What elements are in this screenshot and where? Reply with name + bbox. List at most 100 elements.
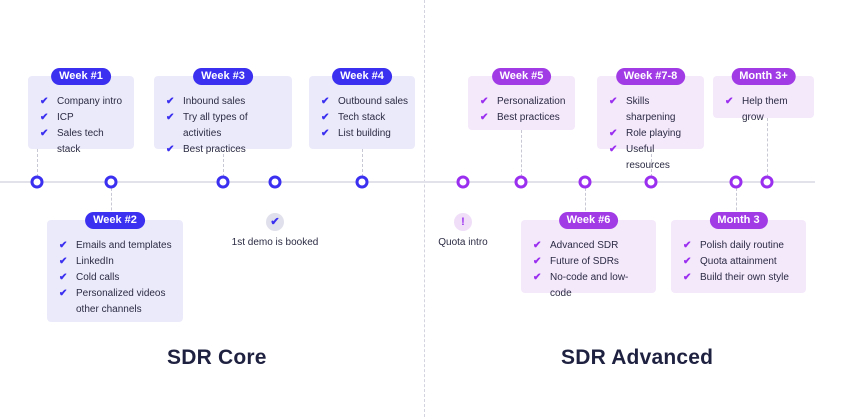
card-item: ✔Best practices <box>166 142 286 158</box>
card-item: ✔Cold calls <box>59 270 177 286</box>
card-item: ✔Personalization <box>480 94 569 110</box>
card-item-label: Build their own style <box>700 272 789 283</box>
connector <box>585 188 586 220</box>
card-item: ✔No-code and low-code <box>533 270 650 302</box>
card-item-label: Inbound sales <box>183 96 246 107</box>
card-item-label: Skills sharpening <box>626 96 676 123</box>
section-title-core: SDR Core <box>167 346 267 369</box>
card-item-label: No-code and low-code <box>550 272 629 299</box>
card-week-1: Week #1 ✔ Company intro ✔ ICP ✔Sales tech st… <box>28 68 134 155</box>
card-item: ✔ Try all types of activities <box>166 110 286 142</box>
milestone-quota-intro: ! Quota intro <box>423 213 503 248</box>
card-item-label: Try all types of activities <box>183 112 248 139</box>
card-week-6-label: Week #6 <box>558 212 619 229</box>
card-month-3: Month 3 ✔Polish daily routine✔Quota atta… <box>671 212 806 293</box>
connector <box>37 149 38 177</box>
card-item: ✔ Polish daily routine <box>683 238 800 254</box>
card-item: ✔Future of SDRs <box>533 254 650 270</box>
connector <box>767 118 768 177</box>
timeline-dot <box>268 175 282 189</box>
card-item-label: LinkedIn <box>76 256 114 267</box>
card-item: ✔List building <box>321 126 409 142</box>
milestone-quota-intro-label: Quota intro <box>438 237 488 248</box>
card-item: ✔ ICP <box>40 110 128 126</box>
card-week-3-items: ✔ Inbound sales ✔ Try all types of activiti… <box>166 94 286 158</box>
card-item-label: Outbound sales <box>338 96 409 107</box>
timeline-dot <box>355 175 369 189</box>
card-item-label: List building <box>338 128 391 139</box>
card-item: ✔ Useful resources <box>609 142 698 174</box>
check-icon: ✔ <box>480 96 489 107</box>
card-week-4-label: Week #4 <box>332 68 392 85</box>
card-item-label: ICP <box>57 112 74 123</box>
timeline-dot <box>514 175 528 189</box>
card-item: ✔Advanced SDR <box>533 238 650 254</box>
card-item-label: Advanced SDR <box>550 240 619 251</box>
card-item: ✔Sales tech stack <box>40 126 128 158</box>
card-item-label: Polish daily routine <box>700 240 784 251</box>
card-item: ✔Quota attainment <box>683 254 800 270</box>
card-item: ✔ Build their own style <box>683 270 800 286</box>
check-icon: ✔ <box>609 144 618 155</box>
card-week-3-label: Week #3 <box>193 68 253 85</box>
check-icon: ✔ <box>266 213 284 231</box>
card-item-label: Emails and templates <box>76 240 172 251</box>
card-week-1-items: ✔ Company intro ✔ ICP ✔Sales tech stack <box>40 94 128 158</box>
card-week-7-8: Week #7-8 ✔ Skills sharpening ✔ Role playin… <box>597 68 704 171</box>
card-item: ✔ Skills sharpening <box>609 94 698 126</box>
card-week-5: Week #5 ✔Personalization✔Best practices <box>468 68 575 130</box>
check-icon: ✔ <box>683 272 692 283</box>
check-icon: ✔ <box>609 96 618 107</box>
card-item: ✔ Outbound sales <box>321 94 409 110</box>
check-icon: ✔ <box>725 96 734 107</box>
card-item-label: Future of SDRs <box>550 256 619 267</box>
card-month-3-plus: Month 3+ ✔Help them grow <box>713 68 814 123</box>
card-item-label: Personalized videos other channels <box>76 288 166 315</box>
card-item: ✔ Help them grow <box>725 94 808 126</box>
card-month-3-plus-items: ✔ Help them grow <box>725 94 808 126</box>
check-icon: ✔ <box>59 240 68 251</box>
card-week-2: Week #2 ✔Emails and templates✔LinkedIn✔C… <box>47 212 183 322</box>
card-item: ✔Best practices <box>480 110 569 126</box>
timeline-dot <box>216 175 230 189</box>
card-item: ✔ Role playing <box>609 126 698 142</box>
card-item-label: Role playing <box>626 128 682 139</box>
check-icon: ✔ <box>609 128 618 139</box>
card-week-6-items: ✔Advanced SDR✔Future of SDRs✔No-code and… <box>533 238 650 302</box>
card-item-label: Best practices <box>183 144 246 155</box>
check-icon: ✔ <box>321 96 330 107</box>
card-item: ✔Personalized videos other channels <box>59 286 177 318</box>
card-week-4-items: ✔ Outbound sales ✔Tech stack✔List building <box>321 94 409 142</box>
connector <box>521 130 522 177</box>
card-week-4: Week #4 ✔ Outbound sales ✔Tech stack✔List … <box>309 68 415 149</box>
card-week-7-8-label: Week #7-8 <box>615 68 686 85</box>
card-item: ✔ Emails and templates <box>59 238 177 254</box>
card-item: ✔Tech stack <box>321 110 409 126</box>
card-week-1-label: Week #1 <box>51 68 111 85</box>
check-icon: ✔ <box>40 112 49 123</box>
card-item-label: Help them grow <box>742 96 788 123</box>
card-item: ✔ Company intro <box>40 94 128 110</box>
check-icon: ✔ <box>683 240 692 251</box>
connector <box>223 149 224 177</box>
card-month-3-label: Month 3 <box>709 212 768 229</box>
card-item-label: Tech stack <box>338 112 386 123</box>
card-week-5-items: ✔Personalization✔Best practices <box>480 94 569 126</box>
check-icon: ✔ <box>166 112 175 123</box>
section-divider <box>424 0 425 417</box>
check-icon: ✔ <box>166 96 175 107</box>
timeline-dot <box>456 175 470 189</box>
card-week-2-items: ✔ Emails and templates ✔ LinkedIn ✔Cold call… <box>59 238 177 318</box>
timeline-dot <box>729 175 743 189</box>
timeline-line <box>0 181 815 183</box>
card-item-label: Sales tech stack <box>57 128 104 155</box>
card-item-label: Useful resources <box>626 144 670 171</box>
check-icon: ✔ <box>59 256 68 267</box>
card-item-label: Company intro <box>57 96 123 107</box>
check-icon: ✔ <box>40 96 49 107</box>
timeline-dot <box>644 175 658 189</box>
card-item-label: Quota attainment <box>700 256 777 267</box>
milestone-first-demo: ✔ 1st demo is booked <box>215 213 335 248</box>
card-week-6: Week #6 ✔Advanced SDR✔Future of SDRs✔No-… <box>521 212 656 299</box>
connector <box>362 149 363 177</box>
